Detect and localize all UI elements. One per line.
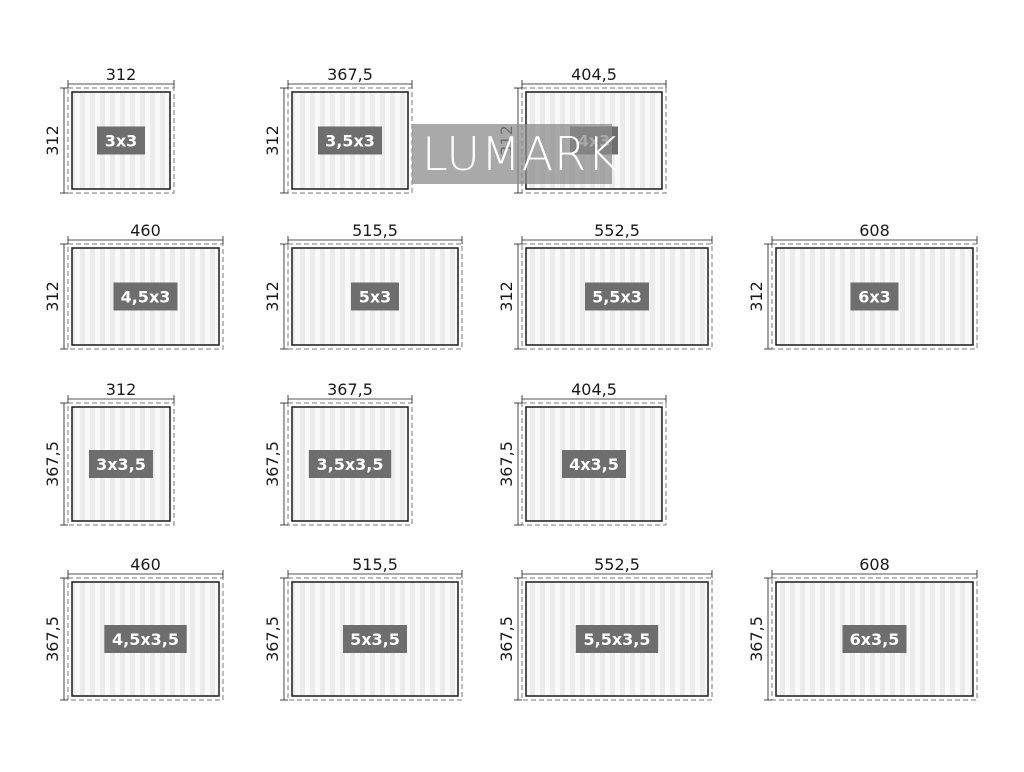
dashed-outline [67, 402, 175, 526]
height-label: 312 [497, 125, 516, 156]
width-label: 460 [130, 221, 161, 240]
width-label: 367,5 [327, 380, 373, 399]
size-label: 5,5x3,5 [583, 630, 650, 649]
size-label: 6x3,5 [850, 630, 900, 649]
size-label: 5x3 [359, 288, 392, 307]
height-label: 312 [263, 281, 282, 312]
height-label: 367,5 [43, 441, 62, 487]
height-label: 367,5 [497, 441, 516, 487]
height-label: 367,5 [263, 441, 282, 487]
size-badge [97, 126, 145, 155]
size-badge [343, 625, 407, 653]
size-badge [562, 450, 626, 478]
width-label: 312 [106, 380, 137, 399]
height-label: 312 [43, 125, 62, 156]
width-label: 552,5 [594, 221, 640, 240]
size-badge [575, 625, 659, 653]
width-label: 608 [859, 221, 890, 240]
unit-4x3: 404,5 312 4x3 [497, 65, 667, 194]
unit-3,5x3,5: 367,5 367,5 3,5x3,5 [263, 380, 413, 526]
size-label: 3,5x3 [325, 132, 375, 151]
size-label: 4,5x3,5 [112, 630, 179, 649]
dashed-outline [67, 243, 224, 350]
dashed-outline [67, 87, 175, 194]
size-label: 4x3 [578, 132, 611, 151]
dashed-outline [287, 577, 463, 701]
unit-3x3: 312 312 3x3 [43, 65, 175, 194]
width-label: 404,5 [571, 65, 617, 84]
size-label: 4,5x3 [121, 288, 171, 307]
size-label: 5x3,5 [350, 630, 400, 649]
dashed-outline [771, 243, 978, 350]
width-label: 312 [106, 65, 137, 84]
size-label: 6x3 [858, 288, 891, 307]
width-label: 460 [130, 555, 161, 574]
size-badge [308, 450, 392, 478]
unit-body [525, 581, 709, 697]
size-label: 3x3,5 [96, 455, 146, 474]
dashed-outline [771, 577, 978, 701]
dashed-outline [521, 577, 713, 701]
dashed-outline [521, 87, 667, 194]
dashed-outline [287, 243, 463, 350]
height-label: 367,5 [497, 616, 516, 662]
unit-5,5x3: 552,5 312 5,5x3 [497, 221, 713, 350]
dashed-outline [521, 402, 667, 526]
width-label: 552,5 [594, 555, 640, 574]
size-badge [104, 625, 187, 653]
unit-4x3,5: 404,5 367,5 4x3,5 [497, 380, 667, 526]
height-label: 312 [263, 125, 282, 156]
size-badge [842, 625, 907, 653]
width-label: 404,5 [571, 380, 617, 399]
height-label: 367,5 [43, 616, 62, 662]
size-badge [585, 282, 649, 311]
size-label: 4x3,5 [569, 455, 619, 474]
unit-5x3: 515,5 312 5x3 [263, 221, 463, 350]
unit-5,5x3,5: 552,5 367,5 5,5x3,5 [497, 555, 713, 701]
size-label: 5,5x3 [592, 288, 642, 307]
unit-4,5x3: 460 312 4,5x3 [43, 221, 224, 350]
dashed-outline [67, 577, 224, 701]
size-badge [113, 282, 178, 311]
dashed-outline [521, 243, 713, 350]
dashed-outline [287, 402, 413, 526]
height-label: 367,5 [747, 616, 766, 662]
height-label: 312 [747, 281, 766, 312]
unit-3,5x3: 367,5 312 3,5x3 [263, 65, 413, 194]
width-label: 515,5 [352, 555, 398, 574]
unit-6x3: 608 312 6x3 [747, 221, 978, 350]
unit-5x3,5: 515,5 367,5 5x3,5 [263, 555, 463, 701]
size-label: 3,5x3,5 [316, 455, 383, 474]
width-label: 367,5 [327, 65, 373, 84]
size-badge [850, 282, 899, 311]
unit-6x3,5: 608 367,5 6x3,5 [747, 555, 978, 701]
height-label: 312 [43, 281, 62, 312]
size-label: 3x3 [105, 132, 138, 151]
height-label: 367,5 [263, 616, 282, 662]
size-badge [351, 282, 399, 311]
width-label: 515,5 [352, 221, 398, 240]
size-badge [318, 126, 382, 155]
height-label: 312 [497, 281, 516, 312]
size-badge [89, 450, 153, 478]
width-label: 608 [859, 555, 890, 574]
unit-3x3,5: 312 367,5 3x3,5 [43, 380, 175, 526]
unit-4,5x3,5: 460 367,5 4,5x3,5 [43, 555, 224, 701]
